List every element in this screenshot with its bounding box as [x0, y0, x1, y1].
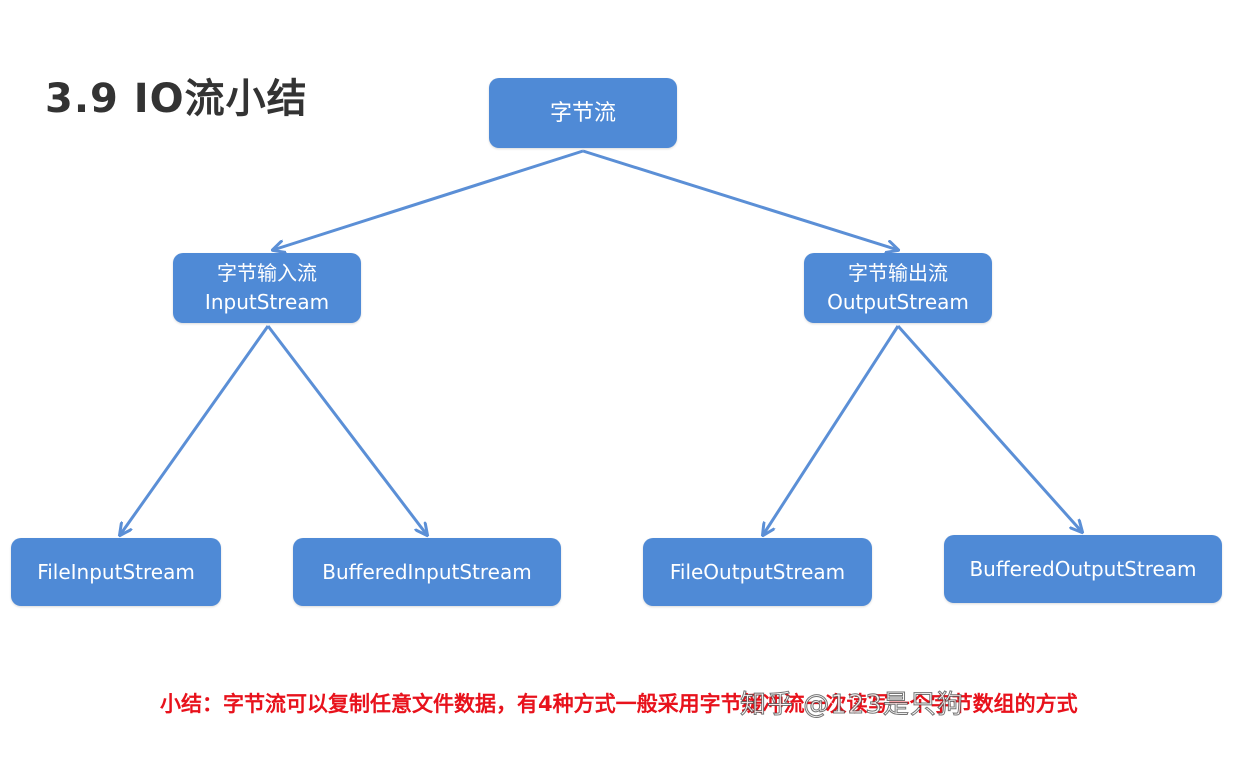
summary-text: 小结：字节流可以复制任意文件数据，有4种方式一般采用字节缓冲流一次读写一个字节数…	[160, 692, 1078, 716]
node-label: FileOutputStream	[669, 559, 846, 584]
node-buffered-output-stream: BufferedOutputStream	[944, 535, 1222, 603]
watermark: 知乎 @123是只狗	[740, 690, 964, 721]
node-label-en: InputStream	[204, 290, 330, 314]
node-label: BufferedInputStream	[322, 559, 532, 584]
node-file-output-stream: FileOutputStream	[643, 538, 872, 606]
node-byte-stream: 字节流	[489, 78, 677, 148]
page-title: 3.9 IO流小结	[45, 76, 308, 122]
node-output-stream: 字节输出流 OutputStream	[804, 253, 992, 323]
edge-input-to-buffered-input	[266, 325, 427, 535]
edge-input-to-file-input	[120, 325, 270, 535]
edge-root-to-output	[582, 149, 898, 250]
node-file-input-stream: FileInputStream	[11, 538, 221, 606]
node-label: FileInputStream	[37, 559, 195, 584]
edge-output-to-buffered-output	[896, 325, 1082, 532]
node-input-stream: 字节输入流 InputStream	[173, 253, 361, 323]
node-label: 字节流	[549, 100, 616, 126]
edge-root-to-input	[273, 149, 584, 250]
node-label-cn: 字节输出流	[848, 261, 948, 285]
node-label-cn: 字节输入流	[217, 261, 317, 285]
node-label-en: OutputStream	[827, 290, 969, 314]
edge-output-to-file-output	[763, 325, 900, 535]
node-buffered-input-stream: BufferedInputStream	[293, 538, 561, 606]
node-label: BufferedOutputStream	[969, 556, 1197, 581]
